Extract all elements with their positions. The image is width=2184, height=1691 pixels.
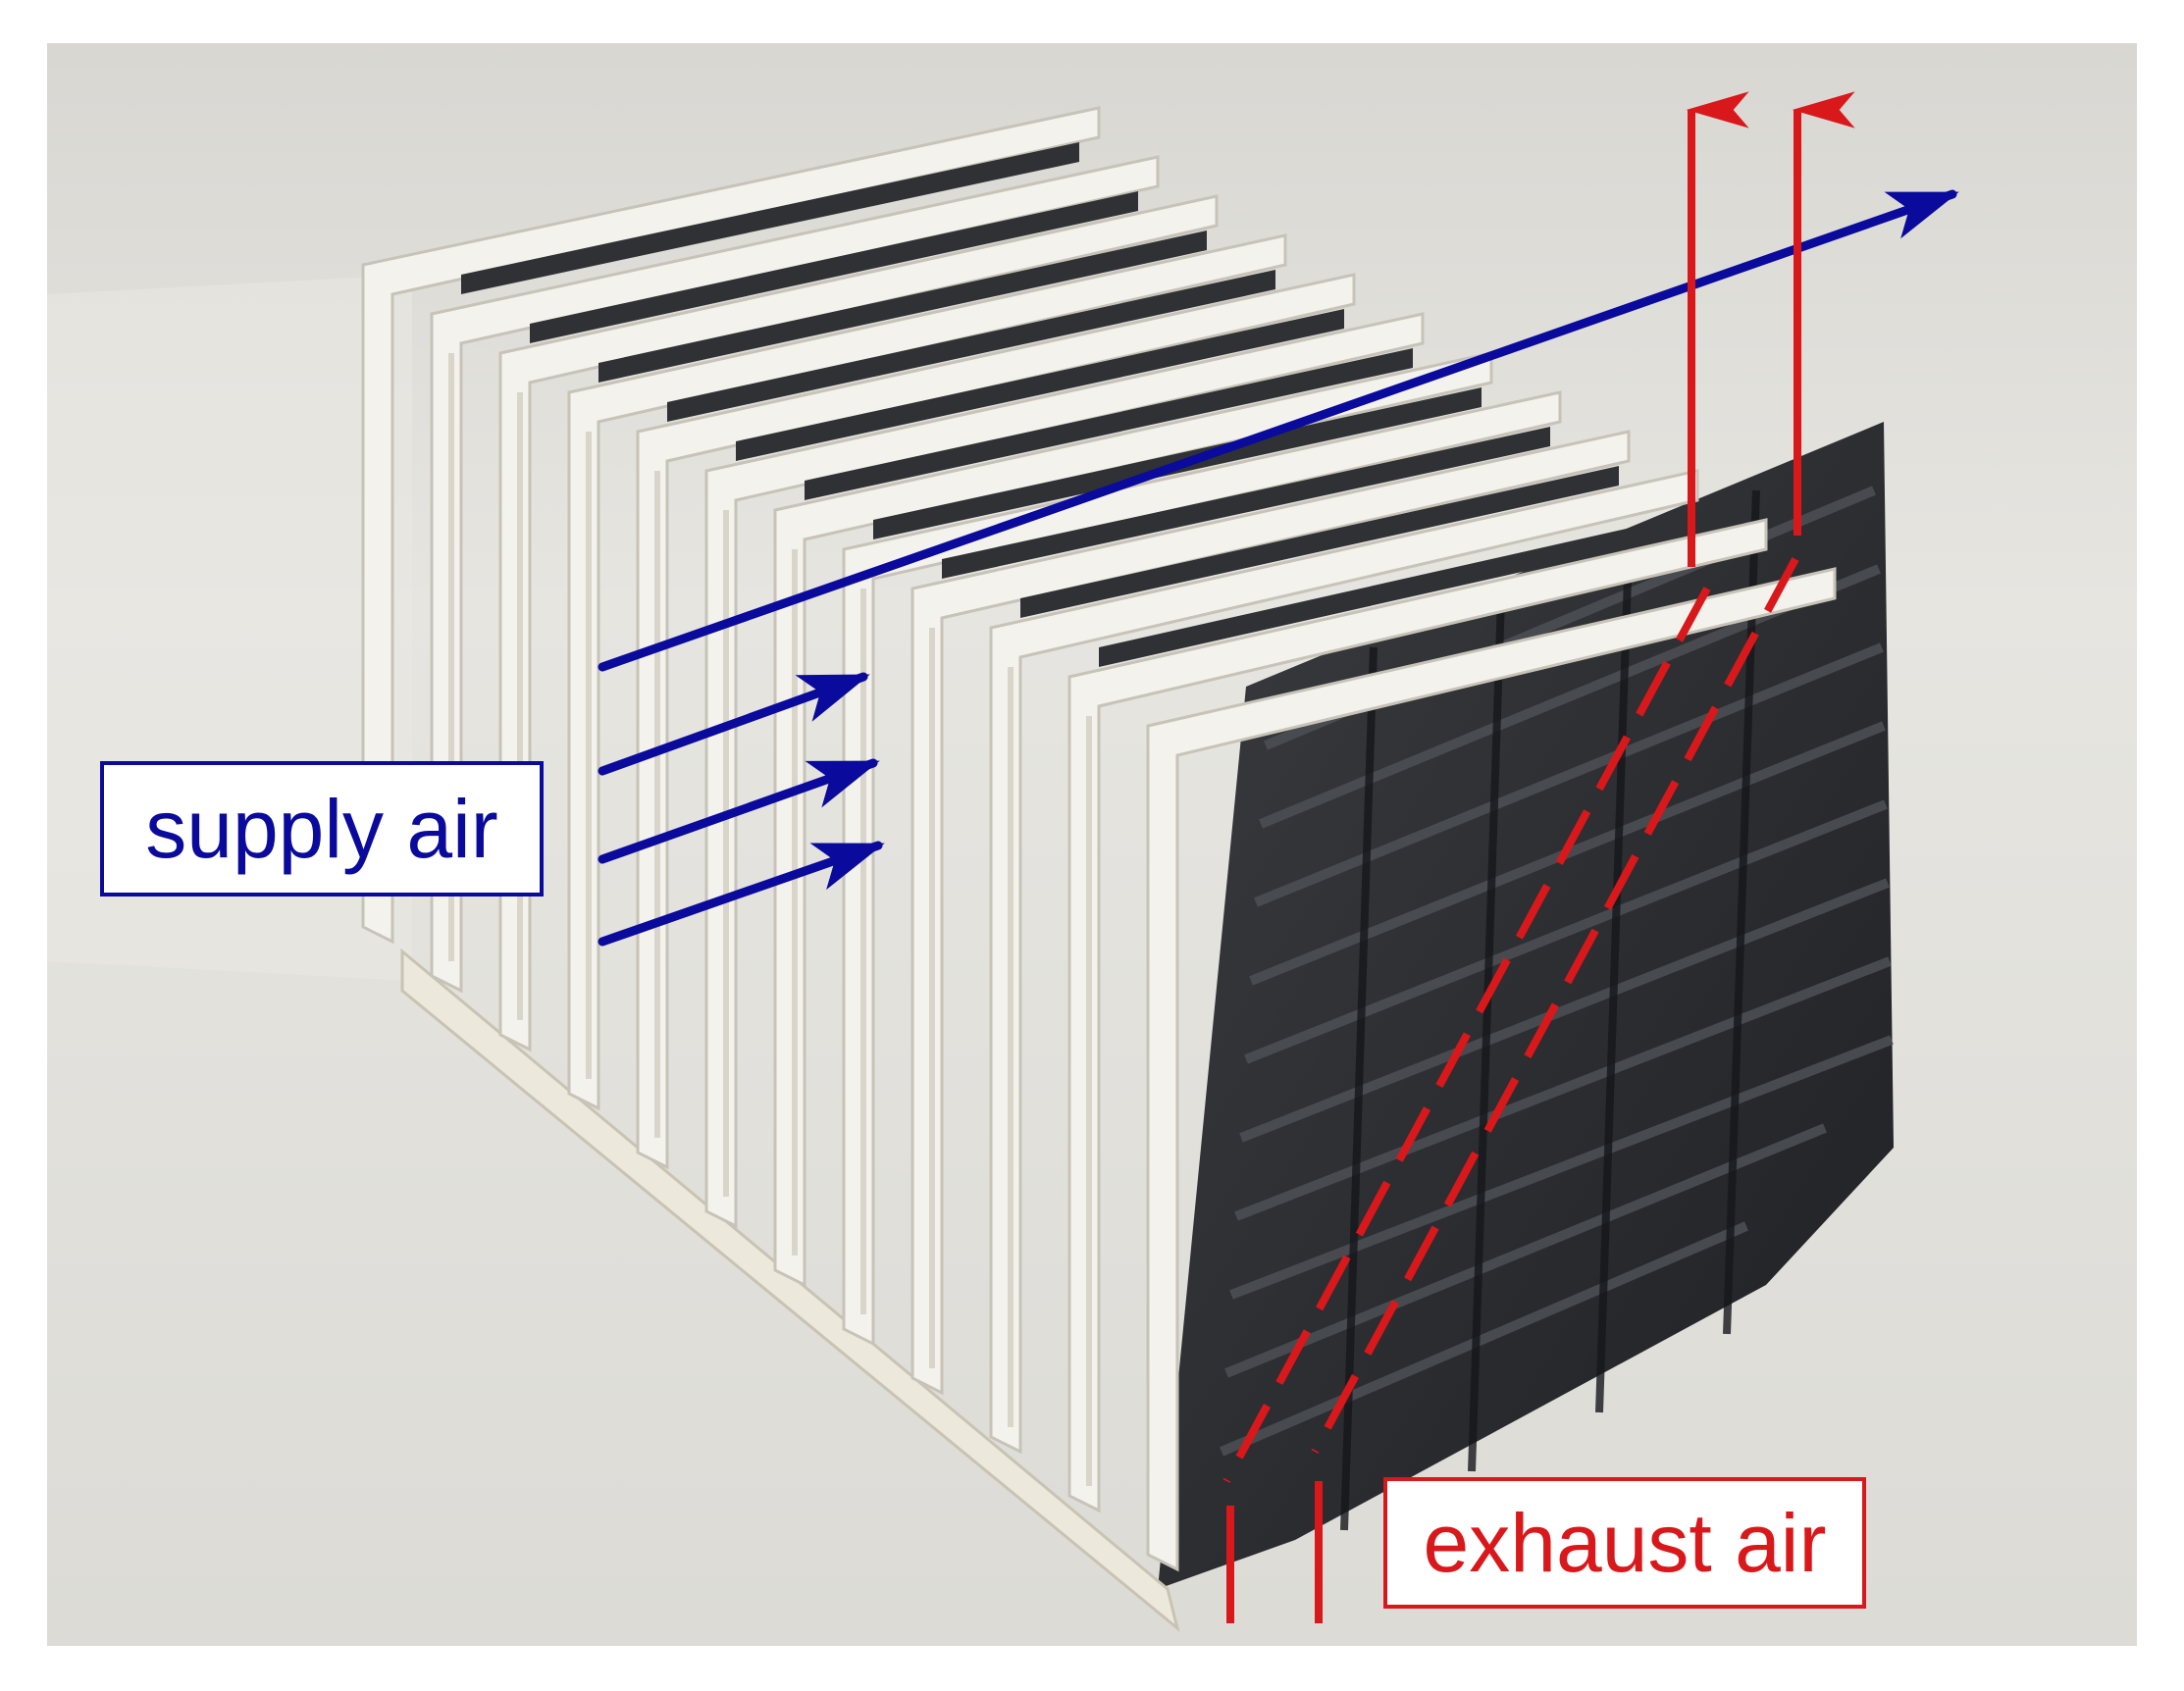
exhaust-dashed-2 (1311, 557, 1799, 1454)
supply-arrow-long (598, 189, 1959, 672)
exhaust-dashed-1 (1222, 587, 1711, 1483)
supply-air-text: supply air (145, 783, 498, 875)
supply-arrow-2 (598, 758, 880, 864)
exhaust-air-label: exhaust air (1383, 1477, 1866, 1609)
supply-air-label: supply air (100, 761, 544, 897)
exchanger-plates (361, 106, 1837, 1633)
exhaust-air-text: exhaust air (1423, 1497, 1827, 1589)
exhaust-air-arrows (1222, 91, 1855, 1623)
supply-air-arrows (598, 189, 1959, 947)
supply-arrow-1 (598, 672, 870, 776)
supply-arrow-3 (598, 841, 885, 947)
